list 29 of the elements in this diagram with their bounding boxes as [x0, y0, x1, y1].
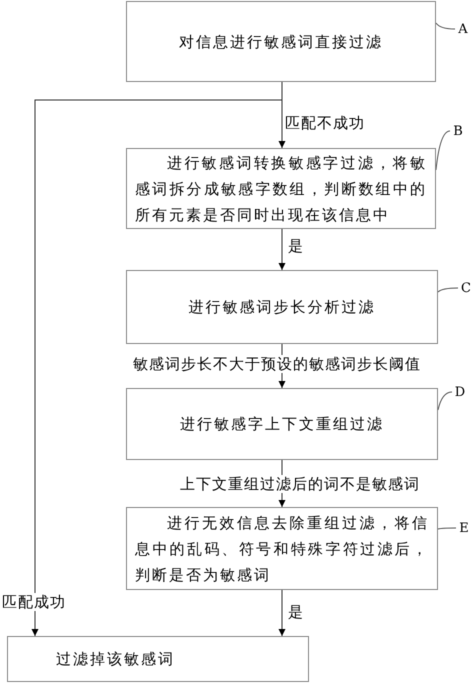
process-box — [7, 636, 309, 682]
arrow — [278, 590, 286, 636]
process-box — [126, 270, 438, 344]
arrow — [278, 228, 286, 270]
step-text: 进行敏感词步长分析过滤 — [188, 297, 376, 318]
callout-letter-text: A — [458, 22, 468, 36]
process-box — [126, 1, 436, 82]
callout-letter-text: B — [453, 124, 463, 138]
step-text: 进行无效信息去除重组过滤，将信息中的乱码、符号和特殊字符过滤后，判断是否为敏感词 — [135, 512, 429, 586]
step-text: 进行敏感字上下文重组过滤 — [180, 414, 384, 435]
leader-line — [438, 528, 456, 530]
edge-label: 敏感词步长不大于预设的敏感词步长阈值 — [133, 355, 421, 373]
step-text: 过滤掉该敏感词 — [56, 649, 175, 670]
callout-letter-text: E — [459, 522, 469, 534]
process-box — [126, 507, 438, 590]
edge-label: 是 — [288, 237, 304, 255]
step-text: 对信息进行敏感词直接过滤 — [179, 32, 383, 52]
edge-label: 上下文重组过滤后的词不是敏感词 — [180, 475, 420, 493]
leader-line — [438, 288, 458, 292]
callout-letter-text: C — [461, 282, 471, 294]
callout-letter-text: D — [454, 386, 466, 398]
step-text: 进行敏感词转换敏感字过滤，将敏感词拆分成敏感字数组，判断数组中的所有元素是否同时出现在该信息中 — [135, 152, 427, 226]
process-box — [126, 388, 438, 460]
edge-label: 匹配不成功 — [285, 114, 365, 132]
leader-line — [436, 22, 456, 30]
edge-label: 是 — [288, 603, 304, 621]
leader-line — [438, 392, 452, 410]
edge-label: 匹配成功 — [2, 593, 66, 611]
process-box — [126, 148, 436, 229]
